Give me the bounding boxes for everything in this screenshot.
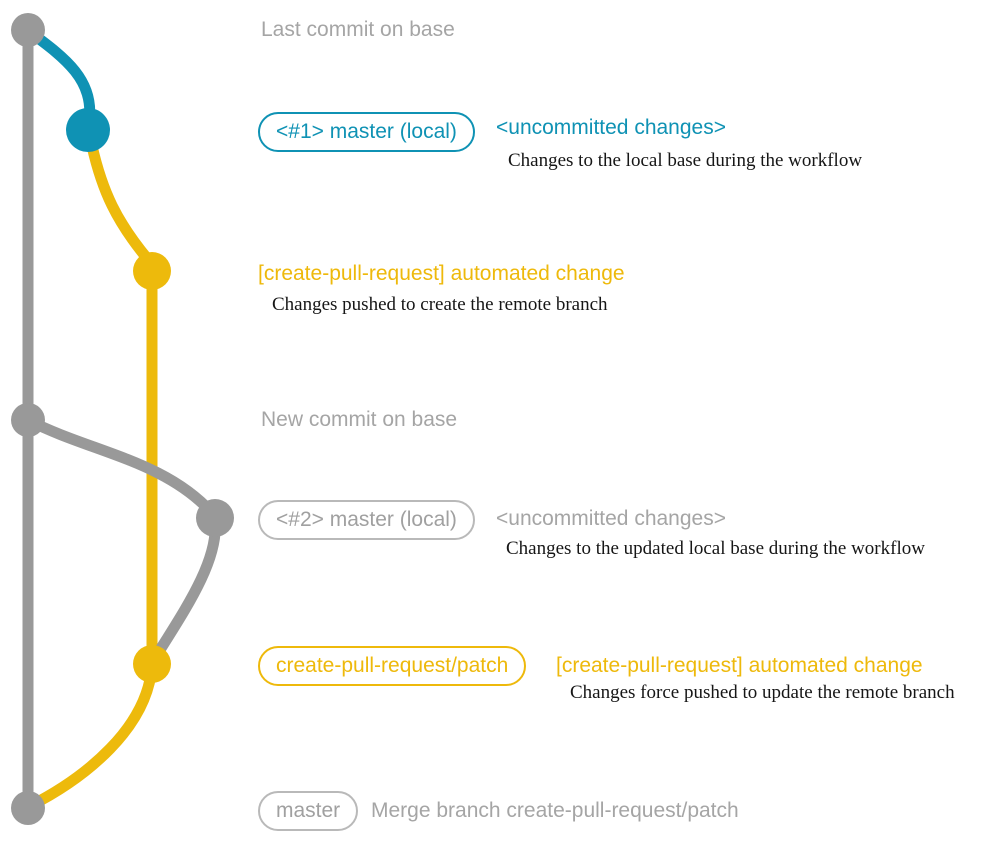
patch-branch-curve-top: [86, 140, 157, 269]
commit-node-last-base: [11, 13, 45, 47]
local-branch-line-2: [22, 414, 219, 520]
master-local-2-badge: <#2> master (local): [258, 500, 475, 540]
master-local-1-badge: <#1> master (local): [258, 112, 475, 152]
uncommitted-changes-1-description: Changes to the local base during the wor…: [508, 150, 863, 171]
commit-node-local-2: [196, 499, 234, 537]
merge-curve: [24, 659, 158, 812]
commit-node-merge: [11, 791, 45, 825]
commit-node-patch-2: [133, 645, 171, 683]
uncommitted-changes-2-description: Changes to the updated local base during…: [506, 538, 925, 559]
commit-node-local-1: [66, 108, 110, 152]
automated-change-2-label: [create-pull-request] automated change: [556, 654, 923, 677]
local-branch-line-1: [24, 26, 96, 128]
automated-change-2-description: Changes force pushed to update the remot…: [570, 682, 955, 703]
merge-branch-label: Merge branch create-pull-request/patch: [371, 799, 739, 822]
commit-node-new-base: [11, 403, 45, 437]
uncommitted-changes-2-label: <uncommitted changes>: [496, 507, 726, 530]
uncommitted-changes-1-label: <uncommitted changes>: [496, 116, 726, 139]
create-pull-request-patch-badge: create-pull-request/patch: [258, 646, 527, 686]
rebase-line: [149, 515, 221, 664]
last-commit-label: Last commit on base: [261, 18, 455, 41]
master-badge: master: [258, 791, 359, 831]
new-commit-label: New commit on base: [261, 408, 458, 431]
commit-node-patch-1: [133, 252, 171, 290]
automated-change-1-label: [create-pull-request] automated change: [258, 262, 625, 285]
automated-change-1-description: Changes pushed to create the remote bran…: [272, 294, 608, 315]
